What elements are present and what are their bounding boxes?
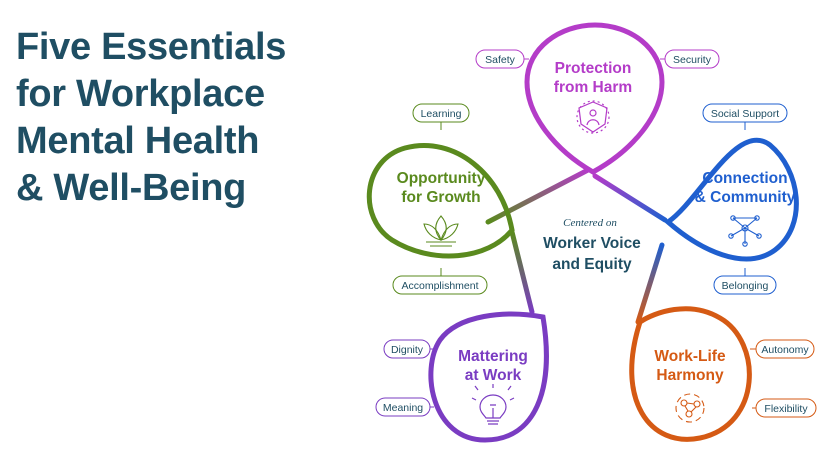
tag-accomplishment: Accomplishment [392,268,488,295]
tag-security: Security [660,49,720,69]
growth-title-line-1: Opportunity [397,170,486,187]
connector-mattering-growth [509,229,535,315]
connector-protection-growth [485,167,591,225]
tag-dignity: Dignity [383,339,436,359]
petal-mattering [428,311,549,443]
tag-meaning: Meaning [375,397,434,417]
page-title: Five Essentials for Workplace Mental Hea… [16,24,346,212]
tag-autonomy: Autonomy [750,339,815,359]
center-caption: Centered on [563,217,617,229]
tag-label: Meaning [383,402,423,414]
tag-social-support: Social Support [702,103,788,130]
tag-label: Accomplishment [401,280,478,292]
page-title-line: for Workplace [16,73,265,115]
worklife-title-line-1: Work-Life [654,348,726,365]
lightbulb-icon [471,384,515,425]
essential-mattering: Mattering at Work Dignity Meaning [375,339,528,425]
lotus-icon [423,215,459,247]
worklife-title-line-2: Harmony [656,367,724,384]
petal-protection [524,22,665,175]
petal-connection [663,137,799,262]
petal-loops [366,22,799,443]
tag-label: Autonomy [761,344,809,356]
tag-safety: Safety [475,49,529,69]
nodes-icon [675,393,705,423]
center-line-2: and Equity [552,256,632,273]
connector-protection-connection [592,173,668,223]
growth-title-line-2: for Growth [401,189,480,206]
tag-label: Learning [421,108,462,120]
connection-title-line-2: & Community [695,189,796,206]
tag-label: Security [673,54,712,66]
tag-label: Safety [485,54,516,66]
petal-growth [366,143,515,259]
essential-growth: Opportunity for Growth Learning Accompli… [392,103,488,295]
mattering-title-line-2: at Work [465,367,522,384]
shield-person-icon [576,100,610,134]
mattering-title-line-1: Mattering [458,348,528,365]
tag-flexibility: Flexibility [752,398,817,418]
tag-label: Flexibility [764,403,808,415]
essential-protection: Protection from Harm Safety Security [475,49,720,134]
page-title-line: Five Essentials [16,26,287,68]
page-title-line: & Well-Being [16,167,247,209]
connection-title-line-1: Connection [702,170,787,187]
tag-belonging: Belonging [713,268,777,295]
tag-learning: Learning [412,103,470,130]
petal-worklife [629,306,752,442]
network-icon [728,215,762,247]
tag-label: Social Support [711,108,779,120]
connector-connection-worklife [635,242,665,325]
protection-title-line-1: Protection [555,60,632,77]
tag-label: Belonging [722,280,769,292]
center-label: Centered on Worker Voice and Equity [543,217,641,273]
center-line-1: Worker Voice [543,235,641,252]
tag-label: Dignity [391,344,424,356]
essential-connection: Connection & Community Social Support Be… [695,103,796,295]
protection-title-line-2: from Harm [554,79,632,96]
essential-worklife: Work-Life Harmony Autonomy Flexibility [654,339,817,423]
page-title-line: Mental Health [16,120,260,162]
connector-lines [485,167,668,325]
